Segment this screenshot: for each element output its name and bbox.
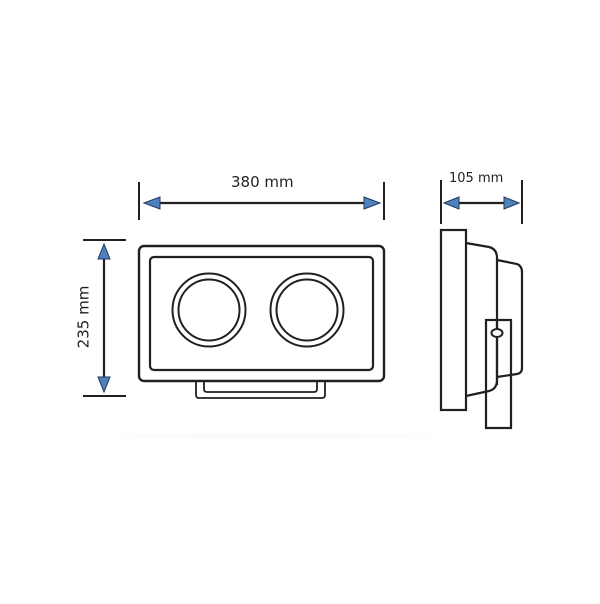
- width-dimension-label: 380 mm: [231, 173, 294, 191]
- side-rear-cap: [496, 258, 524, 379]
- right-lens-inner: [275, 278, 339, 342]
- arrowhead-left-icon: [442, 196, 460, 210]
- depth-dimension-label: 105 mm: [449, 171, 504, 186]
- front-housing-outer: [137, 244, 386, 383]
- ground-shadow: [80, 432, 470, 440]
- front-mounting-foot-outer: [195, 381, 326, 399]
- arrowhead-left-icon: [142, 196, 161, 210]
- height-dimension: [83, 239, 126, 397]
- arrowhead-up-icon: [97, 242, 111, 260]
- width-dimension: [138, 182, 385, 220]
- front-mounting-foot-inner: [203, 381, 318, 393]
- front-view: [137, 244, 386, 399]
- left-lens-outer-ring: [171, 272, 247, 348]
- arrowhead-down-icon: [97, 376, 111, 394]
- bracket-pivot-hole-icon: [490, 328, 504, 338]
- side-view: [439, 228, 524, 430]
- front-bezel-inner: [148, 255, 375, 372]
- height-dimension-label: 235 mm: [74, 285, 93, 349]
- left-lens-inner: [177, 278, 241, 342]
- right-lens-outer-ring: [269, 272, 345, 348]
- side-mounting-bracket: [484, 318, 513, 430]
- depth-dimension: [440, 180, 523, 224]
- arrowhead-right-icon: [363, 196, 382, 210]
- arrowhead-right-icon: [503, 196, 521, 210]
- side-front-plate: [439, 228, 468, 412]
